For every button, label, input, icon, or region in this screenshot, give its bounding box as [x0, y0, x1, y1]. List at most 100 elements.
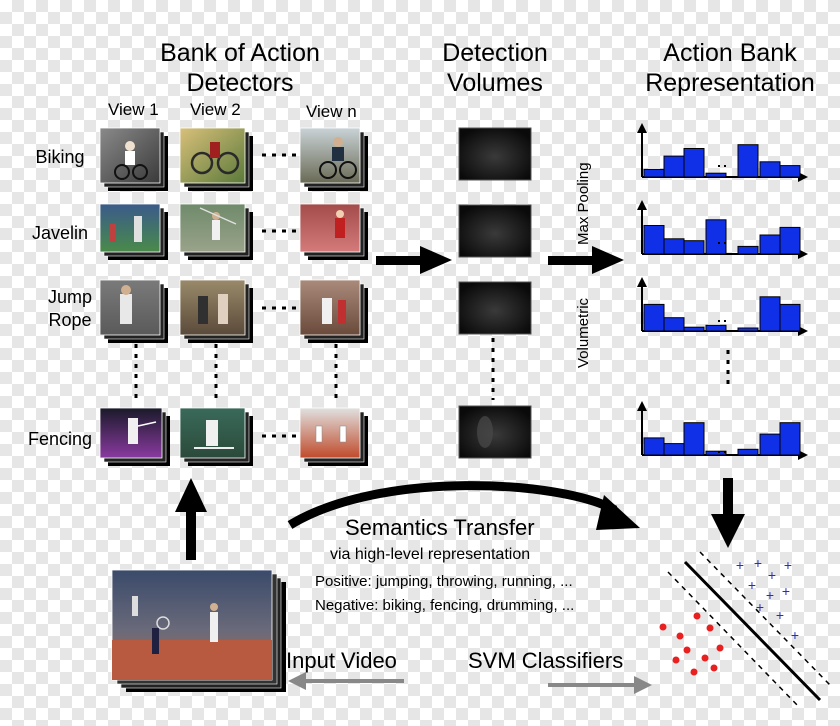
- histogram-bar: [643, 303, 665, 332]
- svm-classifier-plot: ++++++++++: [659, 551, 831, 709]
- histogram-bar: [683, 422, 705, 456]
- arrow-svm-right: [548, 676, 652, 694]
- histogram-bar: [779, 165, 801, 178]
- histogram-bar: [663, 238, 685, 255]
- histogram-bar: [683, 326, 705, 332]
- negative-points: [659, 612, 724, 676]
- histogram-bar: [759, 296, 781, 332]
- positive-point: +: [768, 567, 776, 583]
- axis-arrow-up: [637, 401, 647, 411]
- positive-point: +: [766, 587, 774, 603]
- thumbnail-biking-viewn: [299, 127, 368, 191]
- thumbnail-fencing-view2: [179, 407, 253, 466]
- histogram-bar: [705, 324, 727, 332]
- negative-point: [710, 664, 718, 672]
- semantics-subtitle: via high-level representation: [330, 546, 531, 563]
- thumbnail-javelin-view1: [99, 203, 168, 260]
- svm-margin-upper: [699, 551, 831, 686]
- thumbnail-jumprope-viewn: [299, 279, 368, 343]
- histogram-bar: [705, 450, 727, 456]
- thumbnail-fencing-viewn: [299, 407, 368, 466]
- positive-point: +: [776, 607, 784, 623]
- positive-point: +: [736, 557, 744, 573]
- histogram-bar: [737, 327, 759, 332]
- arrow-to-detection: [376, 246, 452, 274]
- axis-arrow-up: [637, 200, 647, 210]
- input-video-thumbnail: [111, 569, 286, 692]
- axis-arrow-up: [637, 277, 647, 287]
- view-label-2: View 2: [190, 100, 241, 119]
- positive-point: +: [756, 599, 764, 615]
- thumbnail-javelin-view2: [179, 203, 253, 260]
- histogram-bar: [643, 437, 665, 456]
- histogram-bar: [737, 448, 759, 456]
- histogram-bar: [683, 148, 705, 178]
- histogram-bar: [737, 245, 759, 255]
- histogram-bar: [779, 303, 801, 332]
- histogram-bar: [663, 443, 685, 456]
- thumbnail-javelin-viewn: [299, 203, 368, 260]
- axis-arrow-up: [637, 123, 647, 133]
- histogram-bar: [663, 155, 685, 178]
- histogram-bar: [705, 219, 727, 255]
- positive-point: +: [782, 583, 790, 599]
- row-label-javelin: Javelin: [31, 223, 89, 243]
- histogram-bar: [643, 168, 665, 178]
- negative-point: [693, 612, 701, 620]
- thumbnail-jumprope-view2: [179, 279, 253, 343]
- histogram-bar: [643, 225, 665, 255]
- semantics-title: Semantics Transfer: [345, 515, 535, 540]
- positive-point: +: [791, 627, 799, 643]
- negative-point: [706, 624, 714, 632]
- row-label-biking: Biking: [35, 147, 85, 167]
- positive-examples: Positive: jumping, throwing, running, ..…: [315, 573, 573, 590]
- histogram-bar: [779, 226, 801, 255]
- negative-point: [716, 644, 724, 652]
- view-label-1: View 1: [108, 100, 159, 119]
- histogram-ellipsis: [718, 165, 730, 453]
- thumbnail-biking-view2: [179, 127, 253, 191]
- histogram-bar: [663, 317, 685, 332]
- histogram-bar: [705, 172, 727, 178]
- negative-point: [701, 654, 709, 662]
- negative-point: [690, 668, 698, 676]
- arrow-input-up: [175, 478, 207, 560]
- negative-examples: Negative: biking, fencing, drumming, ...: [315, 597, 575, 614]
- action-bank-histograms: [637, 123, 808, 460]
- negative-point: [683, 646, 691, 654]
- row-label-fencing: Fencing: [27, 429, 93, 449]
- positive-point: +: [748, 577, 756, 593]
- histogram-bar: [737, 144, 759, 178]
- positive-point: +: [754, 555, 762, 571]
- arrow-input-video-left: [288, 672, 404, 690]
- histogram-bar: [779, 422, 801, 456]
- svm-hyperplane: [683, 560, 822, 702]
- thumbnail-jumprope-view1: [99, 279, 168, 343]
- detection-volume-fencing: [458, 405, 532, 459]
- negative-point: [659, 623, 667, 631]
- detection-volume-biking: [458, 127, 532, 181]
- arrow-to-action-bank: [548, 246, 624, 274]
- histogram-bar: [759, 234, 781, 255]
- negative-point: [676, 632, 684, 640]
- histogram-bar: [759, 161, 781, 178]
- thumbnail-biking-view1: [99, 127, 168, 191]
- positive-point: +: [784, 557, 792, 573]
- detection-volume-javelin: [458, 204, 532, 258]
- histogram-bar: [759, 433, 781, 456]
- arrow-to-svm: [711, 478, 745, 548]
- histogram-bar: [683, 240, 705, 255]
- dotted-connectors: [134, 153, 730, 438]
- arrow-semantics-transfer: [287, 481, 640, 530]
- thumbnail-fencing-view1: [99, 407, 170, 466]
- svm-classifiers-label: SVM Classifiers: [468, 648, 624, 673]
- view-label-n: View n: [306, 102, 357, 121]
- positive-points: ++++++++++: [736, 555, 799, 643]
- input-video-label: Input Video: [286, 648, 397, 673]
- svm-margin-lower: [667, 571, 801, 709]
- negative-point: [672, 656, 680, 664]
